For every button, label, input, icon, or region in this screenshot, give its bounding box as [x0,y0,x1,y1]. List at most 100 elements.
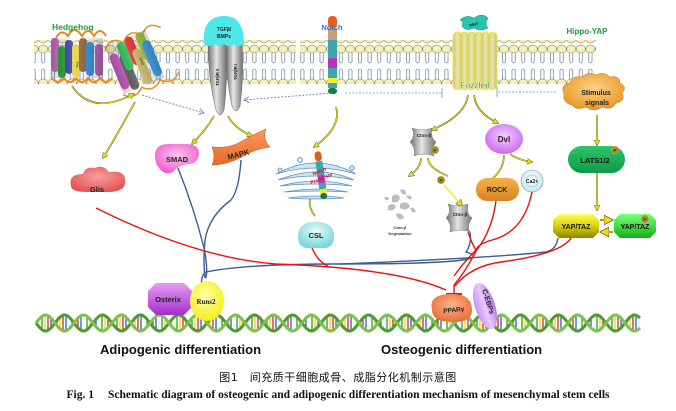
link-mapk-runx2 [203,159,242,279]
osteogenic-links [177,159,559,289]
cebps-node [472,282,498,330]
calcium-inner-ring [525,174,539,188]
inhibit-rock-ppary [475,200,497,252]
dvl-node [485,124,523,154]
phospho-label: P [613,148,616,153]
smad-node [155,144,199,174]
phospho-label: P [643,217,646,222]
arrow-smo-glis [103,101,136,158]
rock-label: ROCK [487,187,508,194]
frizzled-receptor [452,31,498,91]
figure-number: Fig. 1 [66,389,94,401]
wnt-label: WNT [469,21,479,28]
ptc-receptor [51,29,113,83]
ctnn-degradation-fragments [384,189,416,220]
arrow-frizzled-ctnn [432,94,469,130]
arrow-ctnn-translocation [427,157,449,177]
link-smad-runx2 [177,167,208,279]
arrow-notch-golgi [314,106,338,147]
inhibit-yap-ppary [454,237,572,287]
inhibit-merge-ppary [453,250,477,293]
ctnn-degradation-label: Ctnn-β [394,225,407,230]
inhibition-links [95,191,572,293]
tgf-r1-label: TGFβR I [233,64,238,80]
smo-receptor [104,24,180,98]
ptc-label: Ptc [75,62,80,68]
notch-pathway-label: Notch [321,23,343,32]
mapk-node [211,128,271,166]
crosstalk-arrow-hedgehog-tgf [141,94,204,113]
notch-receptor [328,16,337,94]
arrow-dvl-calcium [509,153,532,162]
phospho-label: P [439,178,442,183]
glis-label: Glis [90,185,104,194]
figure-caption-english: Fig. 1 Schematic diagram of osteogenic an… [0,389,676,401]
arrow-hh-ptc-smo [71,85,134,104]
dna-helix [34,313,642,333]
csl-node [298,222,334,248]
glis-node [70,166,126,192]
notch-precursor-label: Notch [312,167,327,178]
notch-precursor [314,151,328,199]
tgf-beta-receptor [207,39,243,116]
osterix-label: Osterix [155,295,182,304]
arrow-ctnn-degradation [409,157,422,176]
runx2-node [190,281,224,321]
calcium-label: Ca2+ [526,179,538,185]
osteogenic-differentiation-label: Osteogenic differentiation [381,342,543,357]
frizzled-label: Frizzled [460,81,490,90]
arrow-ctnn-to-ctnn-mid [443,184,462,206]
yap-taz-label: YAP/TAZ [562,224,592,231]
arrow-tgf-smad [192,115,215,144]
inhibit-calcium-ppary [475,191,533,251]
smo-label: Smo [138,57,146,67]
wnt-ligand [459,14,489,31]
tgf-r2-label: TGFβR II [215,69,220,86]
dna-strand [34,313,642,333]
phospho-badge [641,215,649,223]
yap-taz-label: YAP/TAZ [621,224,651,231]
lats-label: LATS1/2 [580,156,609,165]
arrow-tgf-mapk [227,115,252,136]
runx2-label: Runs2 [196,298,216,306]
tgf-ligand-label: TGFβ/ [217,27,232,33]
yap-taz-node [553,214,599,238]
ctnn-beta-node [409,127,437,157]
tgf-beta-ligand [203,16,244,46]
csl-label: CSL [309,231,324,240]
ppary-node [431,294,472,322]
inhibit-glis-ppary [95,207,447,291]
stimulus-label: Stimulus [581,90,611,97]
stimulus-label-2: signals [585,100,609,107]
ppary-label: PPARγ [443,306,465,315]
phospho-badge [611,146,619,154]
phospho-label: P [433,148,436,153]
rock-node [476,178,519,201]
arrow-frizzled-dvl [473,94,498,123]
dvl-label: Dvl [498,135,510,144]
cell-membrane [300,40,596,84]
inhibit-csl-ppary [311,247,329,267]
phospho-badge [431,146,439,154]
hippo-yap-pathway-label: Hippo-YAP [566,27,608,36]
dna-strand [34,313,642,333]
smad-label: SMAD [166,155,189,164]
ctnn-beta-label: Ctnn-β [453,212,468,217]
link-csl-runx2 [205,231,475,273]
activation-arrows [71,85,597,217]
link-yap-runx2 [339,237,559,265]
osterix-node [148,283,192,315]
hedgehog-pathway-label: Hedgehog [52,22,94,32]
ctnn-beta-node [445,203,473,233]
golgi-apparatus [275,157,357,200]
phospho-badge [437,176,445,184]
stimulus-signals-cloud [562,73,625,111]
crosstalk-arrow-notch-tgf [244,92,333,100]
adipogenic-differentiation-label: Adipogenic differentiation [100,342,262,357]
ctnn-degradation-label-2: Degradation [388,231,412,236]
lats-node [568,146,625,173]
arrow-dvl-rock [491,154,505,180]
ctnn-beta-label: Ctnn-β [417,133,432,138]
figure-caption-text: Schematic diagram of osteogenic and adip… [107,389,610,401]
